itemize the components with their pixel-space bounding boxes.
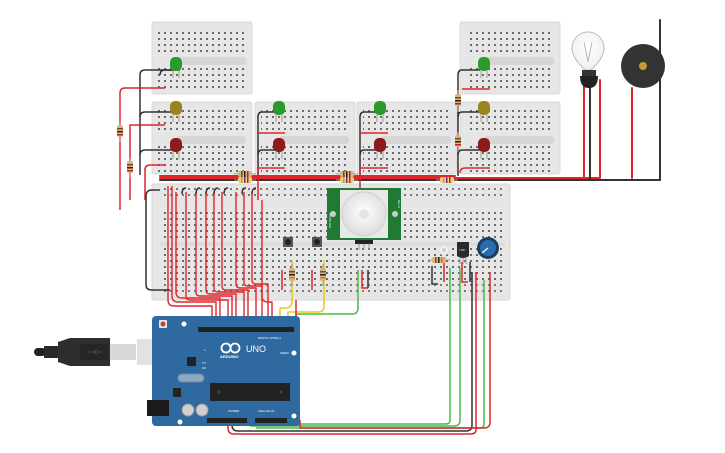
pushbutton-2[interactable] [312, 237, 322, 247]
wires-board-short [281, 260, 471, 290]
analog-label: ANALOG IN [258, 409, 274, 413]
resistor [320, 264, 326, 286]
temperature-sensor[interactable]: TMP [457, 242, 469, 264]
pir-sensor[interactable]: PIR Sensor Rev A [327, 188, 401, 250]
led-red-4[interactable] [478, 138, 490, 159]
pushbutton-1[interactable] [283, 237, 293, 247]
potentiometer[interactable] [477, 237, 499, 259]
leds [170, 57, 490, 159]
resistor [117, 122, 123, 142]
arduino-uno[interactable]: ARDUINO UNO DIGITAL (PWM~) POWER ANALOG … [147, 316, 300, 426]
resistor [234, 177, 256, 183]
resistor [127, 158, 133, 178]
ioref-label: IOREF [280, 351, 289, 355]
resistor [336, 171, 358, 177]
resistor [336, 177, 358, 183]
mini-breadboard-1 [151, 21, 253, 95]
led-green-3[interactable] [374, 101, 386, 122]
resistor [234, 171, 256, 177]
mini-breadboard-3 [254, 101, 356, 175]
pir-label-right: Rev A [397, 200, 401, 208]
arduino-logo-text: ARDUINO [220, 354, 239, 359]
arduino-model: UNO [246, 344, 266, 354]
resistor [455, 132, 461, 152]
pir-label-left: PIR Sensor [328, 213, 332, 228]
led-green-2[interactable] [273, 101, 285, 122]
led-green-1[interactable] [170, 57, 182, 78]
wires-led-right [457, 69, 490, 176]
digital-label: DIGITAL (PWM~) [258, 336, 281, 340]
led-red-3[interactable] [374, 138, 386, 159]
tmp-label: TMP [459, 248, 465, 252]
main-breadboard [151, 183, 511, 301]
l-label: L [204, 348, 206, 352]
resistor [455, 90, 461, 112]
resistor [436, 177, 458, 183]
mini-breadboard-6 [459, 101, 561, 175]
piezo-buzzer[interactable] [621, 44, 665, 88]
led-yellow-1[interactable] [170, 101, 182, 122]
resistor [428, 257, 450, 263]
led-green-4[interactable] [478, 57, 490, 78]
led-red-2[interactable] [273, 138, 285, 159]
photoresistor[interactable] [438, 244, 450, 256]
mini-breadboard-4 [356, 101, 458, 175]
wires-jumpers-top [181, 187, 257, 195]
wires-buttons [279, 260, 325, 328]
wires-ground-left [145, 189, 170, 291]
wires-signal-bundle [167, 186, 273, 328]
mini-breadboard-5 [459, 21, 561, 95]
rx-label: RX [202, 366, 206, 370]
light-bulb[interactable] [571, 31, 605, 88]
usb-cable [34, 338, 157, 366]
arduino-logo [220, 342, 241, 354]
led-yellow-4[interactable] [478, 101, 490, 122]
power-label: POWER [228, 409, 240, 413]
resistors [117, 90, 461, 286]
tx-label: TX [202, 361, 206, 365]
resistor [289, 264, 295, 286]
mini-breadboard-2 [151, 101, 253, 175]
led-red-1[interactable] [170, 138, 182, 159]
